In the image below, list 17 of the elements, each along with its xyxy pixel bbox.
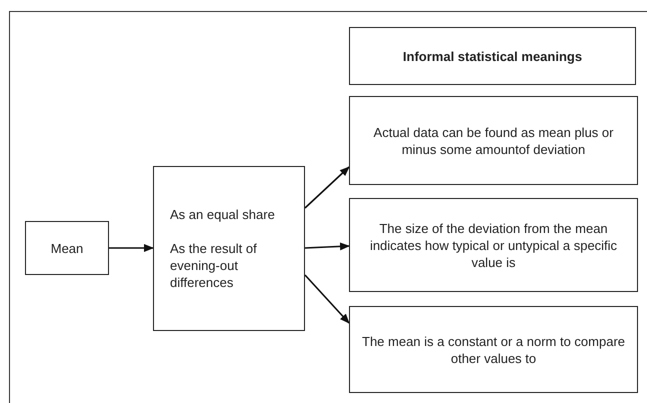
- arrow: [304, 242, 350, 250]
- text-box: [349, 96, 638, 185]
- text-box: [349, 198, 638, 292]
- arrow: [304, 166, 350, 209]
- box-text: As an equal share: [170, 206, 275, 223]
- box-text: As the result of evening-out differences: [170, 240, 258, 291]
- text-box: [25, 221, 109, 275]
- text-box: [153, 166, 305, 331]
- text-box: [349, 27, 636, 85]
- arrow: [109, 244, 154, 252]
- box-text: The mean is a constant or a norm to compare other values to: [362, 332, 625, 366]
- box-text: Mean: [50, 240, 84, 256]
- heading-text: Informal statistical meanings: [402, 48, 582, 64]
- arrow: [304, 274, 350, 324]
- box-text: Actual data can be found as mean plus or minus some amountof deviation: [372, 124, 614, 158]
- box-text: The size of the deviation from the mean indicates how typical or untypical a specific value is: [368, 220, 618, 270]
- text-box: [349, 306, 638, 393]
